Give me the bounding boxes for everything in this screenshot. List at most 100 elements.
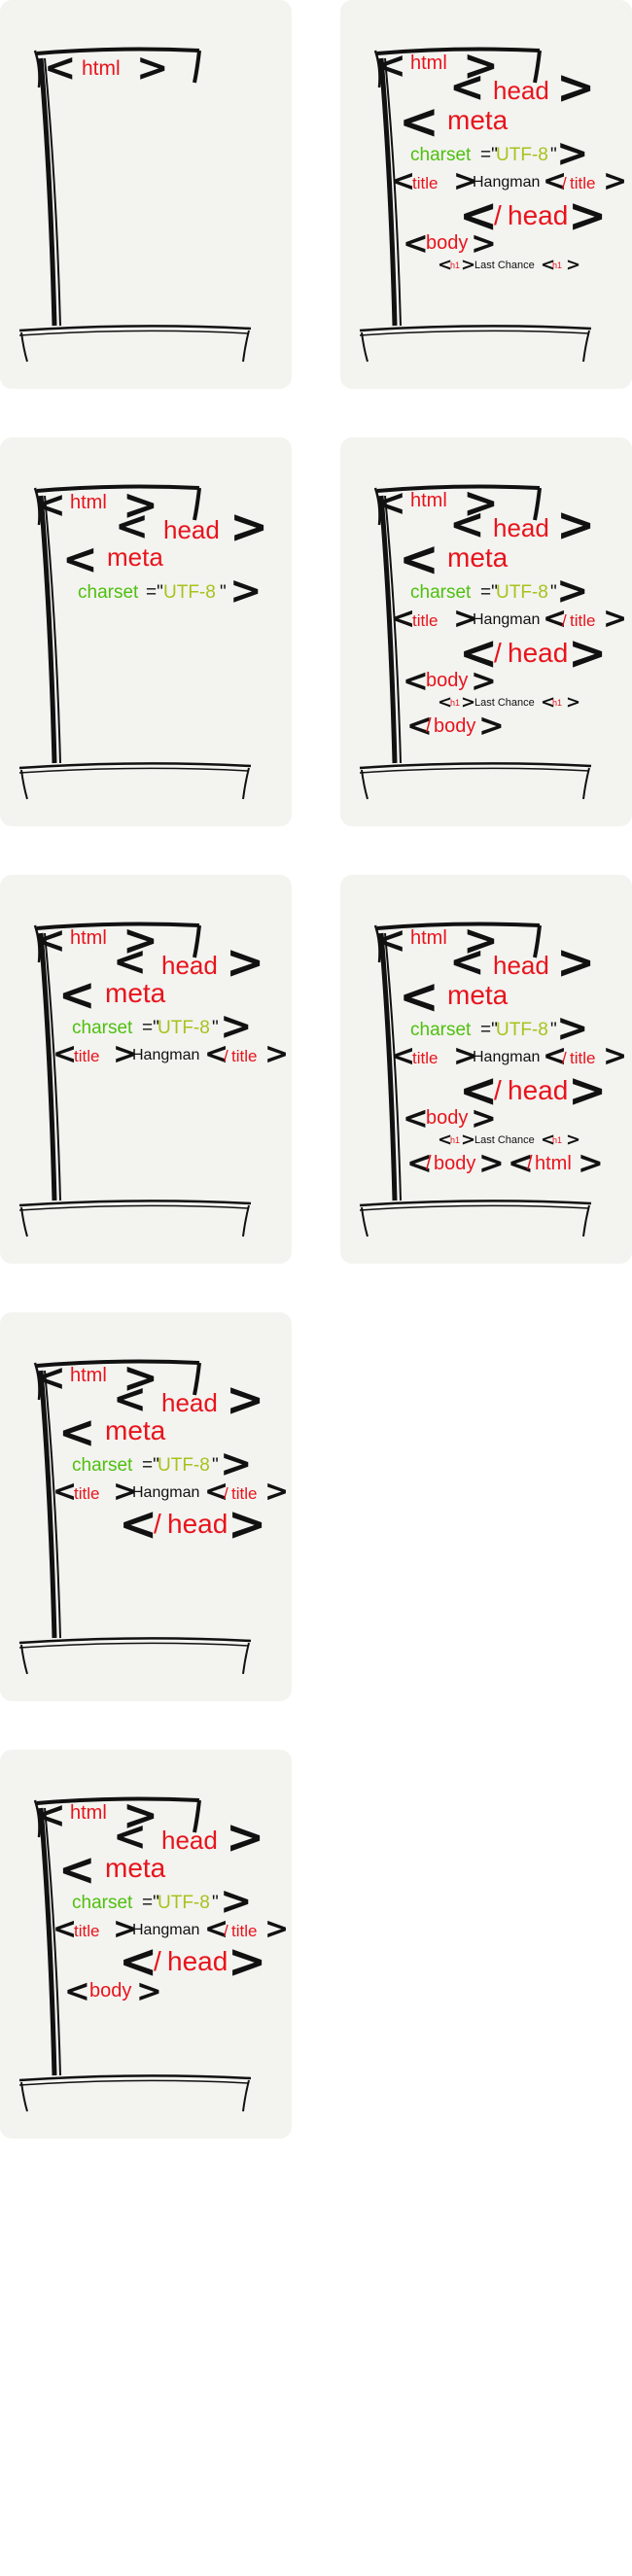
hangman-card-stage-3[interactable]: < html > < head > < meta charset =" UTF-… <box>0 875 292 1264</box>
gt-bracket: > <box>113 1912 138 1946</box>
gt-bracket: > <box>226 1373 265 1427</box>
gt-bracket: > <box>220 1442 253 1486</box>
lt-bracket: < <box>438 692 453 713</box>
eq-quote: =" <box>480 145 498 165</box>
gallows-drawing <box>18 1359 252 1675</box>
lt-bracket: < <box>543 164 568 198</box>
close-quote: " <box>212 1455 219 1476</box>
title-tag-label: title <box>74 1922 100 1940</box>
head-tag-label: head <box>493 513 549 542</box>
title-close-label: title <box>570 1049 596 1067</box>
gt-bracket: > <box>264 1912 290 1946</box>
h1-tag-label: h1 <box>450 261 461 270</box>
lt-bracket: < <box>375 919 406 961</box>
lt-bracket: < <box>53 1475 78 1509</box>
html-tag-label: html <box>70 1365 107 1386</box>
last-chance-text: Last Chance <box>474 260 535 271</box>
title-close-label: title <box>231 1484 258 1503</box>
gt-bracket: > <box>478 707 505 744</box>
gt-bracket: > <box>123 916 158 965</box>
eq-quote: =" <box>146 582 163 603</box>
slash: / <box>562 174 567 192</box>
utf8-value: UTF-8 <box>496 145 548 165</box>
head-close-label: head <box>508 200 569 230</box>
charset-attr: charset <box>72 1893 133 1913</box>
title-tag-label: title <box>412 611 439 630</box>
head-tag-label: head <box>493 76 549 105</box>
lt-bracket: < <box>53 1037 78 1071</box>
lt-bracket: < <box>403 1099 429 1136</box>
lt-bracket: < <box>543 602 568 636</box>
gt-bracket: > <box>113 1475 138 1509</box>
meta-tag-label: meta <box>105 1853 166 1883</box>
gt-bracket: > <box>603 164 628 198</box>
hangman-card-stage-5[interactable]: < html > < head > < meta charset =" UTF-… <box>0 1750 292 2139</box>
h1-tag-label: h1 <box>450 698 461 708</box>
gt-bracket: > <box>113 1037 138 1071</box>
close-quote: " <box>550 582 557 603</box>
meta-tag-label: meta <box>447 542 509 573</box>
hangman-card-stage-7[interactable]: < html > < head > < meta charset =" UTF-… <box>340 437 632 826</box>
gt-bracket: > <box>556 60 596 115</box>
utf8-value: UTF-8 <box>496 582 548 603</box>
title-tag-label: title <box>412 174 439 192</box>
gallows-drawing <box>18 1796 252 2112</box>
gt-bracket: > <box>566 255 581 275</box>
lt-bracket: < <box>508 1144 534 1181</box>
lt-bracket: < <box>62 535 98 584</box>
body-tag-label: body <box>426 670 469 691</box>
gt-bracket: > <box>566 1130 581 1150</box>
hangman-card-stage-4[interactable]: < html > < head > < meta charset =" UTF-… <box>0 1312 292 1701</box>
gt-bracket: > <box>136 46 169 90</box>
gt-bracket: > <box>578 1144 604 1181</box>
meta-tag-label: meta <box>447 980 509 1010</box>
head-close-label: head <box>167 1946 228 1976</box>
gt-bracket: > <box>568 1063 608 1118</box>
gt-bracket: > <box>556 131 589 176</box>
h1-close-label: h1 <box>552 261 563 270</box>
head-close-label: head <box>508 1075 569 1105</box>
lt-bracket: < <box>399 93 439 150</box>
html-tag-label: html <box>82 57 121 80</box>
lt-bracket: < <box>113 1812 148 1860</box>
gt-bracket: > <box>220 1004 253 1049</box>
lt-bracket: < <box>541 1130 556 1150</box>
lt-bracket: < <box>391 602 416 636</box>
head-tag-label: head <box>161 1388 218 1417</box>
head-tag-label: head <box>493 951 549 980</box>
lt-bracket: < <box>35 483 66 526</box>
lt-bracket: < <box>541 692 556 713</box>
gt-bracket: > <box>229 569 263 613</box>
hangman-card-stage-1[interactable]: < html > <box>0 0 292 389</box>
slash: / <box>494 200 502 230</box>
hangman-card-stage-8[interactable]: < html > < head > < meta charset =" UTF-… <box>340 875 632 1264</box>
hangman-title-text: Hangman <box>473 1049 541 1065</box>
head-close-label: head <box>508 638 569 668</box>
gt-bracket: > <box>603 1039 628 1073</box>
html-tag-label: html <box>410 927 447 949</box>
gt-bracket: > <box>228 1497 267 1551</box>
hangman-card-stage-6[interactable]: < html > < head > < meta charset =" UTF-… <box>340 0 632 389</box>
title-tag-label: title <box>412 1049 439 1067</box>
meta-tag-label: meta <box>447 105 509 135</box>
gt-bracket: > <box>264 1037 290 1071</box>
gt-bracket: > <box>556 935 596 990</box>
gt-bracket: > <box>453 1039 478 1073</box>
charset-attr: charset <box>78 582 139 603</box>
hangman-title-text: Hangman <box>132 1922 200 1938</box>
gt-bracket: > <box>453 164 478 198</box>
eq-quote: =" <box>142 1455 159 1476</box>
slash: / <box>527 1153 533 1174</box>
lt-bracket: < <box>406 707 433 744</box>
gallows-drawing <box>18 47 252 363</box>
hangman-card-stage-2[interactable]: < html > < head > < meta charset =" UTF-… <box>0 437 292 826</box>
head-tag-label: head <box>161 1826 218 1855</box>
head-close-label: head <box>167 1509 228 1539</box>
lt-bracket: < <box>119 1934 158 1989</box>
gt-bracket: > <box>461 255 476 275</box>
html-close-label: html <box>535 1153 572 1174</box>
lt-bracket: < <box>406 1144 433 1181</box>
slash: / <box>494 638 502 668</box>
gt-bracket: > <box>220 1879 253 1924</box>
charset-attr: charset <box>410 1020 472 1040</box>
